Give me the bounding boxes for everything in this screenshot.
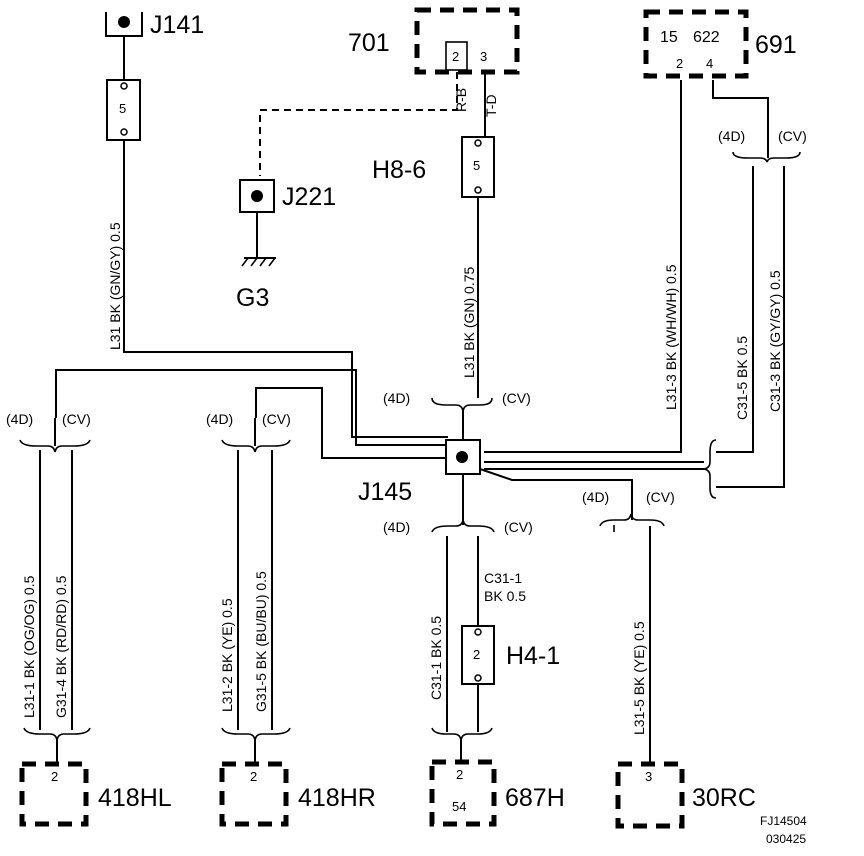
variant-4d-418hr: (4D) bbox=[206, 411, 233, 427]
wire-c31-3-top bbox=[716, 166, 785, 488]
variant-4d-30rc: (4D) bbox=[582, 489, 609, 505]
connector-687h: 2 54 687H bbox=[429, 759, 565, 827]
wire-c31-5-top bbox=[716, 166, 754, 453]
wire-418hl-feed bbox=[55, 369, 446, 446]
pin-h4-1: 2 bbox=[473, 647, 480, 662]
label-30rc: 30RC bbox=[692, 784, 756, 812]
wire-label-l31-3: L31-3 BK (WH/WH) 0.5 bbox=[663, 264, 679, 410]
label-691: 691 bbox=[755, 31, 797, 59]
label-j141: J141 bbox=[150, 11, 204, 39]
wire-label-g31-4: G31-4 BK (RD/RD) 0.5 bbox=[53, 575, 69, 718]
variant-brace-418hl bbox=[19, 439, 91, 453]
variant-4d-687h: (4D) bbox=[383, 519, 410, 535]
figure-date: 030425 bbox=[766, 832, 806, 846]
wire-label-c31-1-a: C31-1 bbox=[484, 570, 522, 586]
label-701: 701 bbox=[348, 29, 390, 57]
wire-30rc-feed bbox=[479, 468, 633, 520]
variant-cv-30rc: (CV) bbox=[646, 489, 675, 505]
variant-brace-right bbox=[732, 151, 801, 163]
pin-691-4: 4 bbox=[706, 56, 713, 71]
wire-label-g31-5: G31-5 BK (BU/BU) 0.5 bbox=[253, 571, 269, 712]
label-h8-6: H8-6 bbox=[372, 156, 426, 184]
wire-label-c31-1-b: BK 0.5 bbox=[484, 588, 526, 604]
wire-label-l31-1: L31-1 BK (OG/OG) 0.5 bbox=[21, 575, 37, 718]
wire-label-c31-3-top: C31-3 BK (GY/GY) 0.5 bbox=[767, 270, 783, 412]
splice-j145: J145 bbox=[358, 439, 481, 506]
wire-r-b bbox=[259, 72, 458, 176]
variant-4d-top: (4D) bbox=[383, 390, 410, 406]
fuse-h8-6: 5 H8-6 bbox=[372, 136, 495, 198]
wire-label-r-b: R-B bbox=[453, 88, 469, 112]
pin-687h-bottom: 54 bbox=[452, 799, 466, 814]
variant-cv-top: (CV) bbox=[502, 390, 531, 406]
variant-4d-418hl: (4D) bbox=[6, 411, 33, 427]
wire-l31-3 bbox=[484, 80, 682, 453]
variant-cv-418hl: (CV) bbox=[62, 411, 91, 427]
variant-brace-418hr bbox=[221, 439, 291, 453]
variant-cv-687h: (CV) bbox=[504, 519, 533, 535]
label-418hr: 418HR bbox=[298, 784, 376, 812]
variant-brace-687h bbox=[431, 519, 495, 533]
pin-701-3: 3 bbox=[480, 49, 487, 64]
pin-418hr: 2 bbox=[250, 769, 257, 784]
variant-brace-side bbox=[703, 439, 717, 499]
wire-label-l31-2: L31-2 BK (YE) 0.5 bbox=[219, 598, 235, 712]
figure-id: FJ14504 bbox=[760, 814, 807, 828]
variant-brace-top bbox=[431, 397, 493, 412]
variant-cv-418hr: (CV) bbox=[262, 411, 291, 427]
wire-label-l31-gn: L31 BK (GN) 0.75 bbox=[461, 267, 477, 378]
pin-701-2: 2 bbox=[452, 49, 459, 64]
variant-4d-right: (4D) bbox=[718, 128, 745, 144]
wire-label-c31-5-top: C31-5 BK 0.5 bbox=[734, 336, 750, 420]
pin-fuse-left: 5 bbox=[119, 101, 126, 116]
pin-691-2: 2 bbox=[676, 56, 683, 71]
pin-418hl: 2 bbox=[51, 769, 58, 784]
pin-30rc: 3 bbox=[645, 769, 652, 784]
variant-brace-30rc bbox=[599, 513, 665, 527]
wire-label-l31-left: L31 BK (GN/GY) 0.5 bbox=[107, 222, 123, 350]
connector-691: 15 622 2 4 691 bbox=[643, 9, 797, 79]
wire-label-c31-1-v: C31-1 BK 0.5 bbox=[428, 616, 444, 700]
label-g3: G3 bbox=[236, 284, 269, 312]
wire-l31-left bbox=[123, 140, 448, 438]
wire-label-t-d: T-D bbox=[483, 94, 499, 117]
pin-687h-top: 2 bbox=[456, 767, 463, 782]
wire-418hr-feed bbox=[255, 387, 446, 459]
wire-label-l31-5: L31-5 BK (YE) 0.5 bbox=[631, 621, 647, 735]
pin-691-15: 15 bbox=[660, 29, 678, 46]
label-h4-1: H4-1 bbox=[506, 642, 560, 670]
label-687h: 687H bbox=[505, 784, 565, 812]
connector-701: 2 3 701 bbox=[348, 7, 520, 75]
connector-418hl: 2 418HL bbox=[19, 761, 172, 827]
fuse-h4-1: 2 H4-1 bbox=[461, 625, 560, 685]
label-418hl: 418HL bbox=[98, 784, 172, 812]
connector-418hr: 2 418HR bbox=[219, 761, 376, 827]
variant-cv-right: (CV) bbox=[778, 128, 807, 144]
label-j221: J221 bbox=[282, 183, 336, 211]
pin-h8-6: 5 bbox=[473, 158, 480, 173]
label-j145: J145 bbox=[358, 478, 412, 506]
connector-j221: J221 G3 bbox=[236, 179, 336, 312]
connector-j141: J141 bbox=[105, 11, 204, 80]
connector-30rc: 3 30RC bbox=[615, 761, 756, 829]
fuse-left: 5 bbox=[106, 79, 141, 141]
wire-691-4 bbox=[712, 80, 769, 158]
pin-691-622: 622 bbox=[693, 29, 720, 46]
